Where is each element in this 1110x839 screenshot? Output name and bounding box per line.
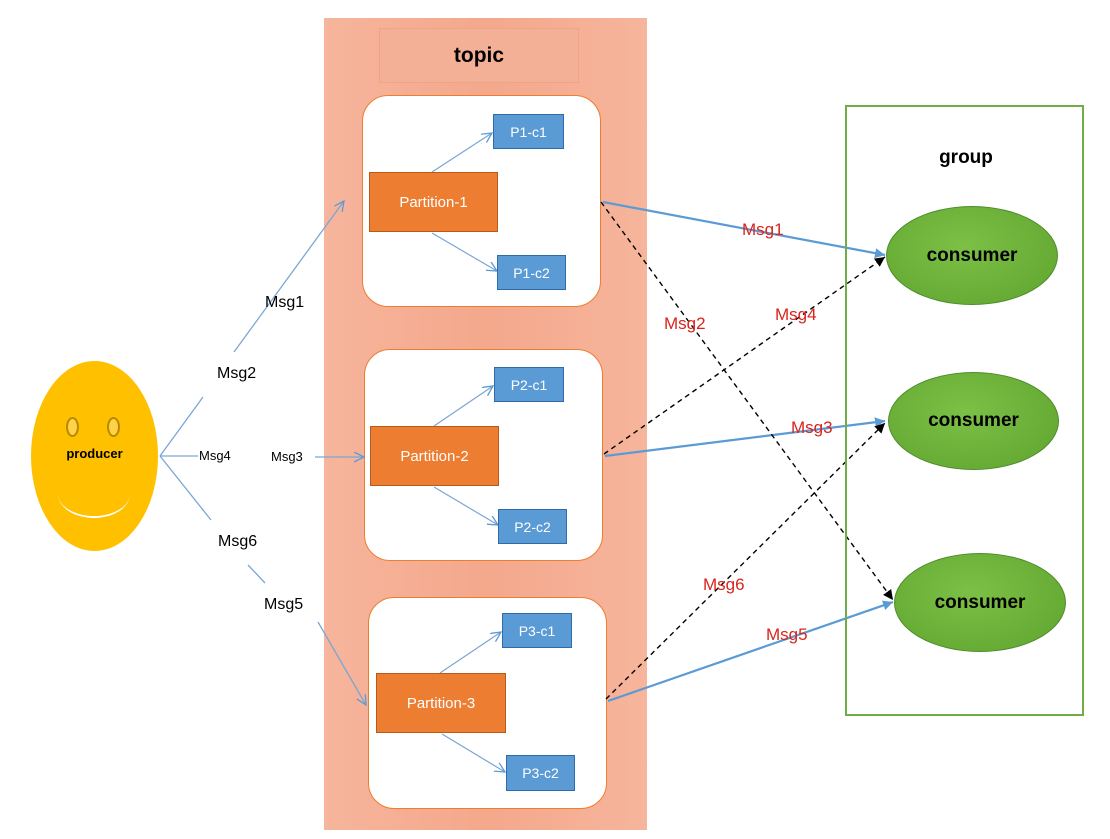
topic-title: topic xyxy=(379,28,579,83)
replica-p3-c1: P3-c1 xyxy=(502,613,572,648)
producer-label: producer xyxy=(66,446,123,461)
producer-line-bottom-lower xyxy=(159,455,212,521)
group-title: group xyxy=(939,147,993,168)
p1-to-c1 xyxy=(431,133,492,173)
right-eye-icon xyxy=(107,417,120,437)
partition2-to-consumer2 xyxy=(604,417,886,458)
producer-face xyxy=(31,361,158,551)
partition1-to-consumer3-dashed xyxy=(600,201,894,601)
partition3-to-consumer2-dashed xyxy=(605,422,886,700)
producer-line-bottom-mid xyxy=(247,564,266,584)
consumer-1: consumer xyxy=(886,206,1058,305)
replica-p1-c1: P1-c1 xyxy=(493,114,564,149)
consumer-group-box xyxy=(845,105,1084,716)
consumer-msg1: Msg1 xyxy=(742,220,784,239)
p2-to-c1 xyxy=(433,386,493,427)
replica-p3-c2: P3-c2 xyxy=(506,755,575,791)
producer-msg5: Msg5 xyxy=(264,596,304,613)
partition1-to-consumer1 xyxy=(602,200,886,259)
replica-p2-c2: P2-c2 xyxy=(498,509,567,544)
producer-msg4: Msg4 xyxy=(199,448,231,463)
consumer-msg5: Msg5 xyxy=(766,625,808,644)
producer-msg6: Msg6 xyxy=(218,533,258,550)
p1-to-c2 xyxy=(431,232,497,271)
replica-p2-c1: P2-c1 xyxy=(494,367,564,402)
partition-3: Partition-3 xyxy=(376,673,506,733)
producer-msg1: Msg1 xyxy=(265,294,305,311)
consumer-msg4: Msg4 xyxy=(775,305,817,324)
consumer-msg3: Msg3 xyxy=(791,418,833,437)
p2-to-c2 xyxy=(433,486,498,525)
producer-line-top-upper xyxy=(233,201,344,353)
consumer-msg6: Msg6 xyxy=(703,575,745,594)
consumer-2: consumer xyxy=(888,372,1059,470)
consumer-3: consumer xyxy=(894,553,1066,652)
p3-to-c2 xyxy=(441,733,505,772)
producer-msg3: Msg3 xyxy=(271,449,303,464)
replica-p1-c2: P1-c2 xyxy=(497,255,566,290)
p3-to-c1 xyxy=(439,632,501,674)
partition-2: Partition-2 xyxy=(370,426,499,486)
left-eye-icon xyxy=(66,417,79,437)
partition2-to-consumer1-dashed xyxy=(603,256,886,455)
producer-msg2: Msg2 xyxy=(217,365,257,382)
partition-1: Partition-1 xyxy=(369,172,498,232)
producer-line-top-lower xyxy=(159,396,204,457)
consumer-msg2: Msg2 xyxy=(664,314,706,333)
producer-line-bottom-upper xyxy=(317,621,366,705)
smile-icon xyxy=(58,470,130,518)
